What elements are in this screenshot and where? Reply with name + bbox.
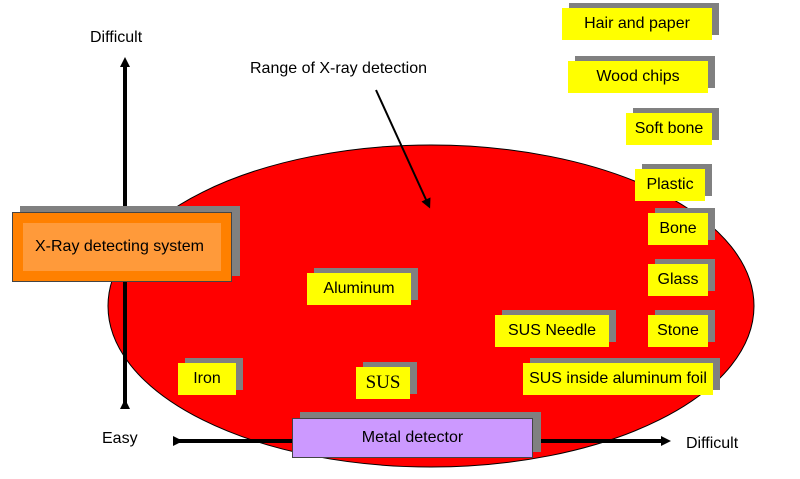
tag-aluminum: Aluminum <box>307 268 418 305</box>
tag-bone: Bone <box>648 208 715 245</box>
y-axis-top-label: Difficult <box>90 29 143 46</box>
xray-system-label: X-Ray detecting system <box>35 238 204 255</box>
xray-system-box: X-Ray detecting system <box>12 206 240 282</box>
tag-stone: Stone <box>648 310 715 347</box>
metal-detector-box: Metal detector <box>292 412 541 458</box>
tag-sus-inside-foil: SUS inside aluminum foil <box>523 358 720 395</box>
tag-soft-bone: Soft bone <box>626 108 719 145</box>
tag-iron: Iron <box>178 358 243 395</box>
tag-hair-paper: Hair and paper <box>562 3 719 40</box>
tag-sus-needle: SUS Needle <box>495 310 616 347</box>
tag-sus: SUS <box>356 362 417 399</box>
x-axis-left-label: Easy <box>102 430 138 447</box>
tag-plastic: Plastic <box>635 164 712 201</box>
range-pointer-arrow <box>375 89 431 209</box>
x-axis-right-label: Difficult <box>686 435 739 452</box>
tag-glass: Glass <box>648 259 715 296</box>
metal-detector-label: Metal detector <box>361 429 464 446</box>
tag-wood-chips: Wood chips <box>568 56 715 93</box>
xray-range-label: Range of X-ray detection <box>250 60 427 77</box>
